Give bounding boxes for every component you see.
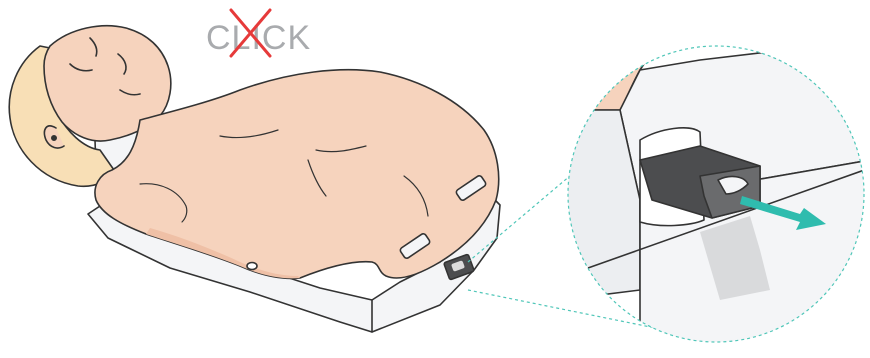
front-hole (246, 261, 258, 271)
cross-mark-icon (229, 8, 272, 58)
base-tab-small-inner (451, 260, 465, 272)
chest-line-3 (139, 183, 188, 223)
manikin (8, 25, 501, 333)
zoom-edge-line (587, 167, 864, 269)
manikin-ear-hole (50, 135, 57, 142)
side-slot-1 (455, 175, 487, 201)
manikin-nose (117, 53, 127, 75)
zoom-circle-border (567, 45, 865, 343)
zoom-tab-cutout (717, 175, 749, 195)
pull-arrow-icon (740, 196, 826, 230)
zoom-tab-shadow (700, 216, 770, 300)
callout-lines (467, 147, 681, 334)
side-slot-2 (399, 233, 431, 259)
manikin-mouth (119, 89, 141, 96)
zoom-content (568, 46, 864, 342)
chest-line-1 (219, 129, 279, 139)
manikin-eye (69, 63, 93, 72)
manikin-torso-shadow (146, 228, 300, 279)
chest-line-4 (307, 159, 327, 197)
chest-line-5 (403, 175, 429, 217)
chest-line-2 (315, 145, 367, 153)
manikin-eyebrow (89, 37, 98, 57)
zoom-callout (567, 45, 865, 343)
click-label-group: CLICK (206, 8, 310, 58)
manikin-torso (94, 68, 500, 280)
